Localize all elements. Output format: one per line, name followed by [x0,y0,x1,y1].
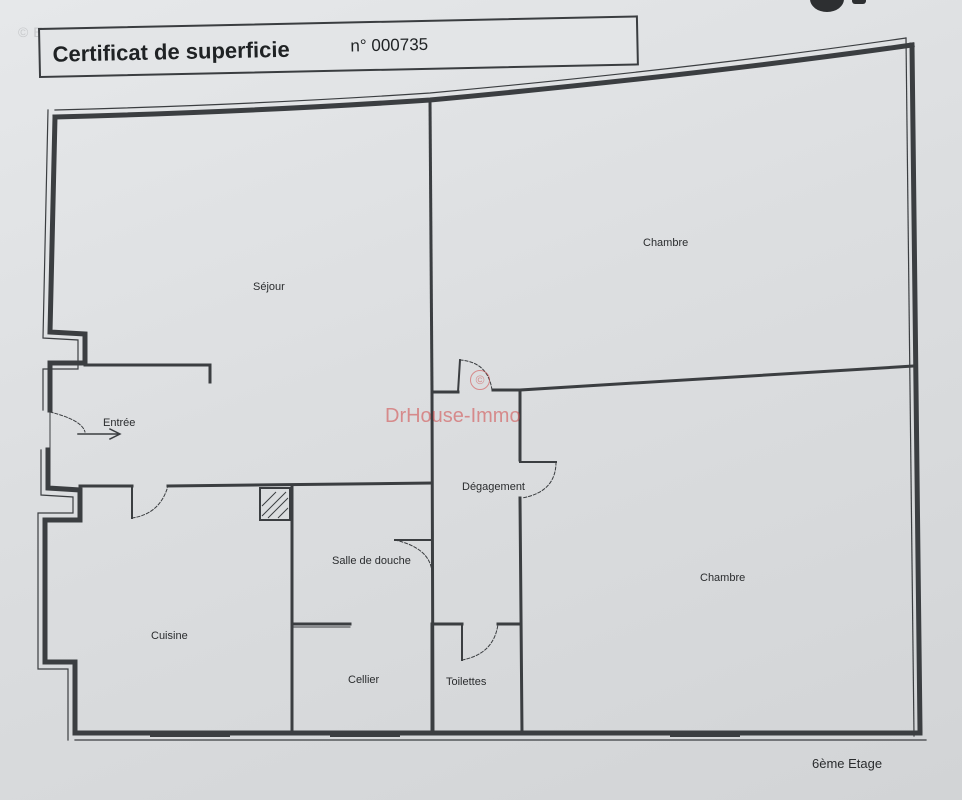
wall-sejour-chambre [428,98,434,394]
room-label-chambre-2: Chambre [700,572,746,584]
outer-wall-left [47,114,88,413]
corner-logo-mark-icon [852,0,866,4]
arrow-icon [77,427,122,441]
agency-watermark: DrHouse-Immo [385,405,521,427]
room-label-degagement: Dégagement [462,481,525,493]
corner-logo-icon [810,0,844,12]
room-label-entree: Entrée [103,417,136,429]
room-label-sejour: Séjour [253,281,285,293]
door-chambre-2 [521,461,557,499]
outer-wall-right [909,42,923,733]
room-label-cellier: Cellier [348,674,380,686]
door-cuisine [131,485,169,519]
watermark-copyright-icon: © [470,370,490,390]
room-label-toilettes: Toilettes [446,676,487,688]
room-label-salle-de-douche: Salle de douche [332,555,411,567]
outer-wall-top [52,42,915,120]
wall-sejour-entree [83,363,212,384]
floor-level-label: 6ème Etage [812,756,883,771]
door-toilettes [461,623,499,661]
door-sdd [394,539,433,573]
room-label-chambre-1: Chambre [643,237,689,249]
room-label-cuisine: Cuisine [151,630,188,642]
duct-shaft [259,487,291,521]
wall-chambres [518,364,916,392]
